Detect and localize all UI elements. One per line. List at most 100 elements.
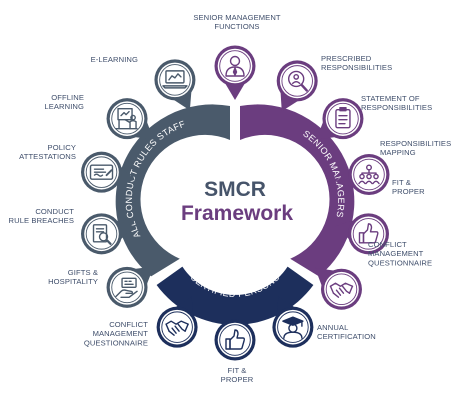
pin-inner-ring xyxy=(352,218,385,250)
item-label-line: LEARNING xyxy=(44,102,84,111)
pin-inner-ring xyxy=(159,64,191,96)
pin-face xyxy=(109,101,145,136)
item-label-line: MAPPING xyxy=(380,148,416,157)
pin-inner-ring xyxy=(161,311,193,343)
handshake-icon xyxy=(329,282,354,298)
pin-inner-ring xyxy=(277,311,309,343)
manager-person-icon xyxy=(225,55,245,77)
pin-inner-ring xyxy=(219,50,251,82)
pin-inner-ring xyxy=(85,218,118,250)
item-label-line: CONFLICT xyxy=(109,320,148,329)
framework-item: FIT &PROPER xyxy=(214,306,256,384)
item-label-line: MANAGEMENT xyxy=(93,329,149,338)
item-label-line: E-LEARNING xyxy=(91,55,138,64)
clipboard-icon xyxy=(335,106,351,129)
item-label: FIT &PROPER xyxy=(392,178,425,196)
item-label-line: CONDUCT xyxy=(35,207,74,216)
segment-certified-persons xyxy=(156,266,314,325)
item-label-line: RESPONSIBILITIES xyxy=(361,103,432,112)
pin-inner-ring xyxy=(325,273,358,305)
item-label-line: RESPONSIBILITIES xyxy=(321,63,392,72)
document-search-icon xyxy=(92,224,112,245)
framework-item: GIFTS &HOSPITALITY xyxy=(48,266,154,308)
laptop-chart-icon xyxy=(162,70,188,89)
segment-all-conduct-rules-staff xyxy=(115,104,230,277)
framework-item: FIT &PROPER xyxy=(335,178,425,255)
thumbs-up-icon xyxy=(358,223,379,244)
item-label-line: ANNUAL xyxy=(317,323,348,332)
handshake-icon xyxy=(165,320,189,336)
item-label-line: HOSPITALITY xyxy=(48,277,98,286)
framework-item: E-LEARNING xyxy=(91,55,196,111)
item-label-line: MANAGEMENT xyxy=(368,249,424,258)
item-label: GIFTS &HOSPITALITY xyxy=(48,268,98,286)
item-label-line: PROPER xyxy=(221,375,254,384)
pin-inner-ring xyxy=(219,324,251,356)
diagram-title-line2: Framework xyxy=(181,202,293,225)
item-label-line: PRESCRIBED xyxy=(321,54,372,63)
pin-inner-ring xyxy=(281,65,313,97)
item-label-line: ATTESTATIONS xyxy=(19,152,76,161)
pin-inner-ring xyxy=(111,102,143,135)
item-label-line: FIT & xyxy=(228,366,247,375)
signed-document-icon xyxy=(89,164,114,180)
pin-inner-ring xyxy=(111,271,143,304)
diagram-title-line1: SMCR xyxy=(204,178,266,201)
pin-inner-ring xyxy=(327,102,359,135)
pin-inner-ring xyxy=(85,156,118,188)
item-label-line: CONFLICT xyxy=(368,240,407,249)
pin-face xyxy=(275,309,311,345)
pin-face xyxy=(279,63,315,99)
item-label-line: QUESTIONNAIRE xyxy=(84,338,148,347)
thumbs-up-icon xyxy=(225,329,246,350)
item-label: E-LEARNING xyxy=(91,55,138,64)
item-label-line: SENIOR MANAGEMENT xyxy=(193,13,281,22)
item-label-line: GIFTS & xyxy=(68,268,98,277)
pin-face xyxy=(217,322,253,358)
item-label-line: OFFLINE xyxy=(51,93,84,102)
pin-inner-ring xyxy=(353,158,385,191)
pin-face xyxy=(325,101,361,136)
segment-senior-managers xyxy=(240,104,355,277)
item-label-line: FIT & xyxy=(392,178,411,187)
presenter-board-icon xyxy=(115,107,138,130)
magnifier-person-icon xyxy=(287,70,308,92)
item-label-line: QUESTIONNAIRE xyxy=(368,258,432,267)
pin-face xyxy=(324,271,359,307)
item-label-line: RULE BREACHES xyxy=(9,216,74,225)
item-label-line: PROPER xyxy=(392,187,425,196)
pin-face xyxy=(159,309,195,345)
graduate-icon xyxy=(282,316,304,339)
center-disc xyxy=(173,141,297,265)
org-chart-icon xyxy=(358,164,380,185)
item-label-line: CERTIFICATION xyxy=(317,332,376,341)
item-label: FIT &PROPER xyxy=(221,366,254,384)
item-label-line: RESPONSIBILITIES xyxy=(380,139,451,148)
item-label-line: POLICY xyxy=(48,143,76,152)
pin-face xyxy=(157,62,193,98)
gift-card-icon xyxy=(115,277,138,299)
item-label-line: STATEMENT OF xyxy=(361,94,420,103)
